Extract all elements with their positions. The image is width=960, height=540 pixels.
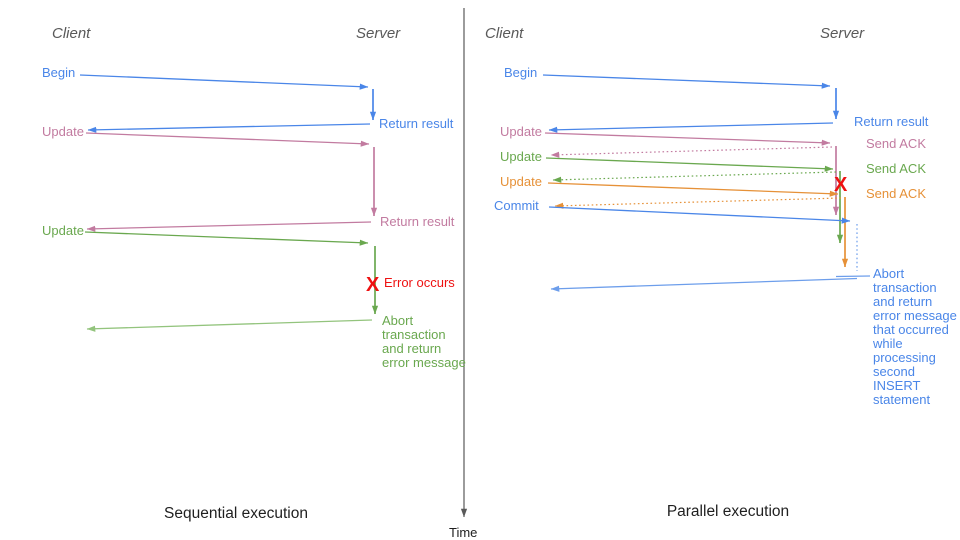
seq-return-result-1-label: Return result (379, 116, 454, 131)
seq-update2-request-line (84, 231, 369, 246)
par-title: Parallel execution (667, 503, 789, 520)
seq-client-header: Client (52, 25, 91, 42)
seq-error-x-icon: X (366, 274, 380, 296)
par-send-ack-3-line (554, 197, 842, 209)
par-abort-line-1: Abort (873, 266, 904, 281)
seq-abort-line-2: transaction (382, 327, 446, 342)
par-begin-label: Begin (504, 65, 537, 80)
par-server-header: Server (820, 25, 865, 42)
time-axis-label: Time (449, 525, 477, 540)
seq-abort-line-1: Abort (382, 313, 413, 328)
par-abort-line-4: error message (873, 308, 957, 323)
par-update3-label: Update (500, 174, 542, 189)
par-send-ack-2-line (552, 171, 837, 183)
par-abort-line-10: statement (873, 392, 930, 407)
par-begin-request-line (542, 74, 831, 89)
seq-abort-response-line (86, 319, 373, 332)
par-update3-request-line (547, 182, 839, 197)
par-abort-line-8: second (873, 364, 915, 379)
seq-return-result-2-line (86, 221, 372, 232)
par-client-header: Client (485, 25, 524, 42)
par-abort-line-5: that occurred (873, 322, 949, 337)
par-send-ack-1-line (550, 146, 833, 158)
seq-update2-label: Update (42, 223, 84, 238)
par-commit-request-line (548, 206, 851, 224)
seq-abort-note: Abort transaction and return error messa… (382, 313, 466, 370)
par-return-result-line (548, 122, 834, 133)
par-abort-line-2: transaction (873, 280, 937, 295)
par-return-result-label: Return result (854, 114, 929, 129)
par-abort-response-line (550, 277, 858, 292)
time-axis: Time (449, 8, 477, 540)
par-abort-bar-line (835, 275, 871, 278)
seq-return-result-2-label: Return result (380, 214, 455, 229)
sequential-diagram: Client Server Begin Return result Update… (42, 25, 466, 522)
par-send-ack-2-label: Send ACK (866, 161, 926, 176)
seq-server-header: Server (356, 25, 401, 42)
seq-return-result-1-line (87, 123, 371, 133)
par-send-ack-3-label: Send ACK (866, 186, 926, 201)
seq-error-label: Error occurs (384, 275, 455, 290)
par-abort-note: Abort transaction and return error messa… (872, 266, 957, 407)
par-update1-label: Update (500, 124, 542, 139)
seq-begin-label: Begin (42, 65, 75, 80)
par-commit-label: Commit (494, 198, 539, 213)
parallel-diagram: Client Server Begin Return result Update… (485, 25, 957, 520)
seq-abort-line-3: and return (382, 341, 441, 356)
par-abort-line-3: and return (873, 294, 932, 309)
seq-title: Sequential execution (164, 505, 308, 522)
par-abort-line-7: processing (873, 350, 936, 365)
par-error-x-icon: X (834, 174, 848, 196)
par-update2-label: Update (500, 149, 542, 164)
par-send-ack-1-label: Send ACK (866, 136, 926, 151)
par-update2-request-line (545, 157, 834, 172)
par-update1-request-line (544, 132, 831, 146)
seq-update1-request-line (85, 132, 370, 147)
seq-begin-request-line (79, 74, 369, 90)
seq-abort-line-4: error message (382, 355, 466, 370)
par-abort-line-9: INSERT (873, 378, 920, 393)
seq-update1-label: Update (42, 124, 84, 139)
par-abort-line-6: while (872, 336, 903, 351)
